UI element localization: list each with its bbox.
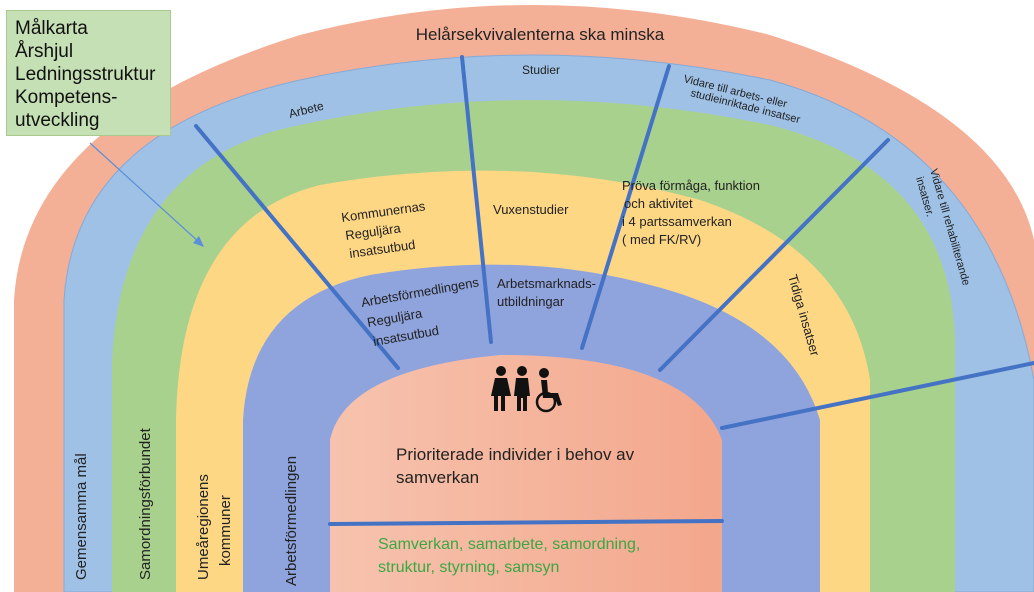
divider-rehab-tidiga <box>658 138 890 372</box>
label-samordningsforbundet: Samordningsförbundet <box>137 427 154 580</box>
core-title-2: samverkan <box>396 468 479 487</box>
label-kommuner: kommuner <box>217 495 234 566</box>
label-studier: Studier <box>522 63 560 77</box>
label-prova-1: Pröva förmåga, funktion <box>622 178 760 193</box>
core-arch <box>330 355 722 592</box>
info-box-line-3: Ledningsstruktur <box>15 64 156 85</box>
divider-core-bottom <box>328 519 724 526</box>
core-title-1: Prioriterade individer i behov av <box>396 445 635 464</box>
info-box-line-4: Kompetens- <box>15 87 118 108</box>
info-box: Målkarta Årshjul Ledningsstruktur Kompet… <box>6 10 171 136</box>
info-box-line-2: Årshjul <box>15 41 74 62</box>
divider-arbete-studier <box>194 124 400 370</box>
divider-lines <box>194 55 1034 526</box>
label-gemensamma-mal: Gemensamma mål <box>73 453 90 580</box>
label-vuxenstudier: Vuxenstudier <box>493 202 569 217</box>
label-am-1: Arbetsmarknads- <box>497 276 596 291</box>
info-box-line-5: utveckling <box>15 110 100 131</box>
label-am-2: utbildningar <box>497 294 565 309</box>
divider-vidare-prova <box>580 64 671 350</box>
label-prova-3: i 4 partssamverkan <box>622 214 732 229</box>
label-prova-4: ( med FK/RV) <box>622 232 701 247</box>
divider-right-core <box>720 361 1034 430</box>
top-title: Helårsekvivalenterna ska minska <box>416 25 665 44</box>
people-wheelchair-icon <box>491 366 562 413</box>
info-box-line-1: Målkarta <box>15 18 88 39</box>
divider-studier-vuxen <box>460 55 493 344</box>
pointer-arrow <box>89 142 204 247</box>
label-prova-2: och aktivitet <box>624 196 693 211</box>
core-bottom-1: Samverkan, samarbete, samordning, <box>378 536 640 553</box>
label-arbetsformedlingen: Arbetsförmedlingen <box>283 456 300 586</box>
label-umearegionens: Umeåregionens <box>195 474 212 580</box>
core-bottom-2: struktur, styrning, samsyn <box>378 559 559 576</box>
